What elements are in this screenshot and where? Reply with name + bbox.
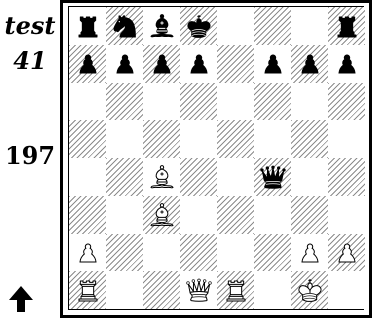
square-d5[interactable] [180,120,217,158]
square-b4[interactable] [106,158,143,196]
square-c2[interactable] [143,234,180,272]
square-h6[interactable] [328,83,365,121]
square-b1[interactable] [106,271,143,309]
square-f5[interactable] [254,120,291,158]
move-count: 197 [4,142,56,170]
square-d2[interactable] [180,234,217,272]
black-pawn-icon[interactable] [69,45,106,83]
square-b3[interactable] [106,196,143,234]
square-e8[interactable] [217,7,254,45]
white-bishop-icon[interactable] [143,196,180,234]
white-pawn-icon[interactable] [69,234,106,272]
square-e4[interactable] [217,158,254,196]
square-h1[interactable] [328,271,365,309]
square-a3[interactable] [69,196,106,234]
white-bishop-icon[interactable] [143,158,180,196]
black-pawn-icon[interactable] [106,45,143,83]
square-d4[interactable] [180,158,217,196]
square-g3[interactable] [291,196,328,234]
square-c5[interactable] [143,120,180,158]
square-e5[interactable] [217,120,254,158]
black-pawn-icon[interactable] [254,45,291,83]
square-h4[interactable] [328,158,365,196]
square-g4[interactable] [291,158,328,196]
black-rook-icon[interactable] [69,7,106,45]
square-c1[interactable] [143,271,180,309]
square-c6[interactable] [143,83,180,121]
square-b6[interactable] [106,83,143,121]
square-a5[interactable] [69,120,106,158]
square-e7[interactable] [217,45,254,83]
black-bishop-icon[interactable] [143,7,180,45]
square-b5[interactable] [106,120,143,158]
black-pawn-icon[interactable] [180,45,217,83]
square-e2[interactable] [217,234,254,272]
black-queen-icon[interactable] [254,158,291,196]
square-e6[interactable] [217,83,254,121]
black-pawn-icon[interactable] [328,45,365,83]
chess-board[interactable] [68,6,364,310]
white-rook-icon[interactable] [69,271,106,309]
square-d3[interactable] [180,196,217,234]
square-b2[interactable] [106,234,143,272]
black-pawn-icon[interactable] [291,45,328,83]
square-h3[interactable] [328,196,365,234]
square-g6[interactable] [291,83,328,121]
black-knight-icon[interactable] [106,7,143,45]
diagram-number: 41 [4,47,56,75]
black-king-icon[interactable] [180,7,217,45]
white-king-icon[interactable] [291,271,328,309]
square-f8[interactable] [254,7,291,45]
square-a4[interactable] [69,158,106,196]
white-rook-icon[interactable] [217,271,254,309]
black-rook-icon[interactable] [328,7,365,45]
white-queen-icon[interactable] [180,271,217,309]
square-f2[interactable] [254,234,291,272]
square-g8[interactable] [291,7,328,45]
square-f3[interactable] [254,196,291,234]
square-g5[interactable] [291,120,328,158]
square-f1[interactable] [254,271,291,309]
white-pawn-icon[interactable] [328,234,365,272]
square-d6[interactable] [180,83,217,121]
square-e3[interactable] [217,196,254,234]
square-h5[interactable] [328,120,365,158]
black-pawn-icon[interactable] [143,45,180,83]
square-f6[interactable] [254,83,291,121]
diagram-title: test [4,12,56,40]
white-pawn-icon[interactable] [291,234,328,272]
square-a6[interactable] [69,83,106,121]
side-to-move-arrow-icon [6,284,36,314]
